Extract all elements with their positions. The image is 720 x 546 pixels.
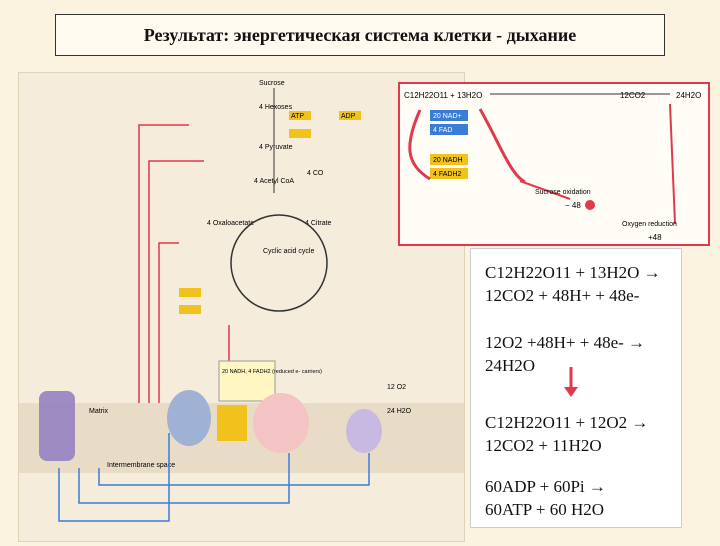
inset-svg: C12H22O11 + 13H2O 12CO2 24H2O 20 NAD+ 4 … (404, 91, 701, 242)
fad-chip (430, 124, 468, 135)
pyruvate-label: 4 Pyruvate (259, 144, 293, 151)
complex-iv (346, 409, 382, 453)
inset-top-formula-right: 12CO2 (620, 91, 646, 100)
hexoses-label: 4 Hexoses (259, 104, 293, 111)
oxaloacetate-label: 4 Oxaloacetate (207, 220, 254, 227)
equation-4-line2: 60ATP + 60 H2O (485, 500, 604, 519)
co2-label: 4 CO (307, 170, 324, 177)
equation-2-line1: 12O2 +48H+ + 48e- → (485, 333, 646, 352)
atp-chip-1 (289, 111, 311, 120)
equation-4: 60ADP + 60Pi → 60ATP + 60 H2O (485, 475, 606, 521)
atp-chip-3 (179, 288, 201, 297)
equation-2-line2: 24H2O (485, 356, 536, 375)
equation-2: 12O2 +48H+ + 48e- → 24H2O (485, 331, 645, 377)
equation-3-line2: 12CO2 + 11H2O (485, 436, 602, 455)
nad-label: 20 NAD+ (433, 113, 462, 120)
proton-flow-2 (78, 453, 290, 504)
complex-iii (253, 393, 309, 453)
h2o-label: 24 H2O (387, 408, 412, 415)
inset-e48-label: − 48 (565, 201, 581, 210)
sucrose-oxidation-label: Sucrose oxidation (535, 189, 591, 196)
equation-4-line1: 60ADP + 60Pi → (485, 477, 606, 496)
complex-ii (217, 405, 247, 441)
adp-chip-1 (339, 111, 361, 120)
page-title: Результат: энергетическая система клетки… (55, 14, 665, 56)
inset-top-formula: C12H22O11 + 13H2O (404, 91, 482, 100)
red-down-arrow-icon (563, 367, 579, 402)
sucrose-label: Sucrose (259, 80, 285, 87)
tca-cycle-circle (230, 214, 328, 312)
intermembrane-label: Intermembrane space (107, 462, 175, 469)
atp-synthase (39, 391, 75, 461)
equation-3-line1: C12H22O11 + 12O2 → (485, 413, 649, 432)
inset-red-curve-left (408, 109, 431, 181)
inset-electron-dot (585, 200, 595, 210)
equation-3: C12H22O11 + 12O2 → 12CO2 + 11H2O (485, 411, 648, 457)
equations-panel: C12H22O11 + 13H2O → 12CO2 + 48H+ + 48e- … (470, 248, 682, 528)
matrix-label: Matrix (89, 408, 109, 415)
atp-chip-2 (289, 129, 311, 138)
inset-red-flow (519, 180, 571, 200)
nadh-chip (430, 154, 468, 165)
equation-1-line2: 12CO2 + 48H+ + 48e- (485, 286, 640, 305)
fad-label: 4 FAD (433, 127, 452, 134)
o2-label: 12 O2 (387, 384, 406, 391)
inset-top-formula-far: 24H2O (676, 91, 701, 100)
red-flow-2 (148, 160, 204, 403)
respiration-diagram: Sucrose 4 Hexoses 4 Pyruvate 4 Acetyl Co… (18, 72, 465, 542)
cycle-label: Cyclic acid cycle (263, 248, 314, 255)
nadh-label: 20 NADH (433, 157, 463, 164)
respiration-pathway-svg: Sucrose 4 Hexoses 4 Pyruvate 4 Acetyl Co… (19, 80, 464, 522)
red-flow-1 (138, 124, 189, 403)
inset-red-curve-right (478, 108, 526, 184)
oxygen-reduction-label: Oxygen reduction (622, 221, 677, 228)
equation-1: C12H22O11 + 13H2O → 12CO2 + 48H+ + 48e- (485, 261, 661, 307)
nadh-carrier-box (218, 360, 276, 402)
inset-red-flow-down (669, 103, 676, 225)
nadh-box-label: 20 NADH, 4 FADH2 (reduced e- carriers) (222, 369, 322, 375)
fadh2-label: 4 FADH2 (433, 171, 462, 178)
equation-1-line1: C12H22O11 + 13H2O → (485, 263, 661, 282)
adp-chip-3 (179, 305, 201, 314)
citrate-label: 4 Citrate (305, 220, 332, 227)
red-flow-3 (158, 242, 179, 403)
adp-label-1: ADP (341, 113, 356, 120)
inset-diagram: C12H22O11 + 13H2O 12CO2 24H2O 20 NAD+ 4 … (398, 82, 710, 246)
fadh2-chip (430, 168, 468, 179)
proton-flow-3 (98, 453, 370, 486)
inset-e48plus-label: +48 (648, 233, 662, 242)
complex-i (167, 390, 211, 446)
atp-label-1: ATP (291, 113, 304, 120)
proton-flow-1 (58, 433, 170, 522)
nad-chip (430, 110, 468, 121)
